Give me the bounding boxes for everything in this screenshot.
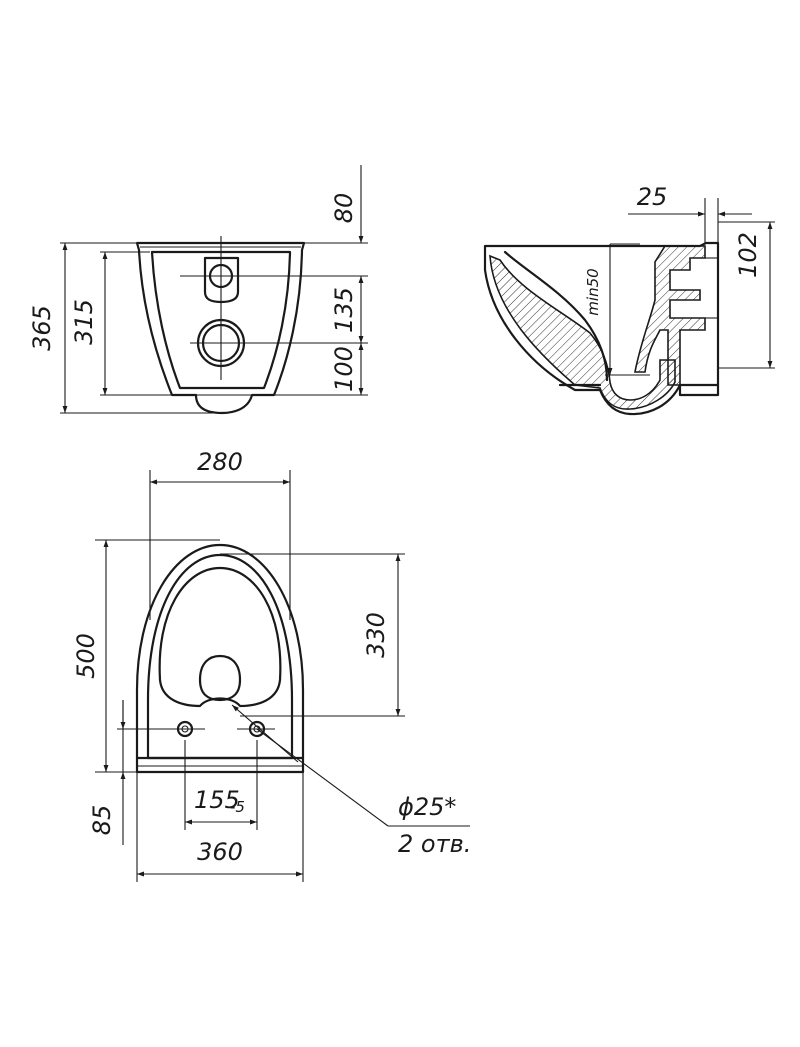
- dim-365: 365: [28, 305, 56, 351]
- section-rear-flange: [635, 246, 705, 385]
- rear-view: 80 135 100 365 315: [28, 165, 368, 413]
- dim-102: 102: [734, 232, 762, 278]
- dim-25: 25: [637, 183, 668, 211]
- dim-85: 85: [88, 805, 116, 836]
- dim-315: 315: [70, 299, 98, 345]
- dim-330: 330: [362, 612, 390, 658]
- dim-360: 360: [197, 838, 243, 866]
- dim-500: 500: [72, 633, 100, 679]
- dim-280: 280: [197, 448, 243, 476]
- plan-outer-outline: [137, 545, 303, 772]
- section-view: 25 102 min50: [485, 183, 775, 414]
- dim-135: 135: [330, 287, 358, 333]
- hole-count-callout: 2 отв.: [398, 830, 471, 858]
- plan-bowl-opening: [160, 568, 281, 706]
- dim-155-tolerance: -5: [230, 798, 245, 816]
- plan-view: 280 500 330 85 155 -5 360 ϕ25* 2 отв.: [72, 448, 471, 882]
- plan-drain-opening: [200, 656, 240, 700]
- dim-min50: min50: [584, 268, 602, 315]
- dim-100: 100: [330, 346, 358, 392]
- hole-diameter-callout: ϕ25*: [398, 793, 456, 821]
- dim-80: 80: [330, 193, 358, 224]
